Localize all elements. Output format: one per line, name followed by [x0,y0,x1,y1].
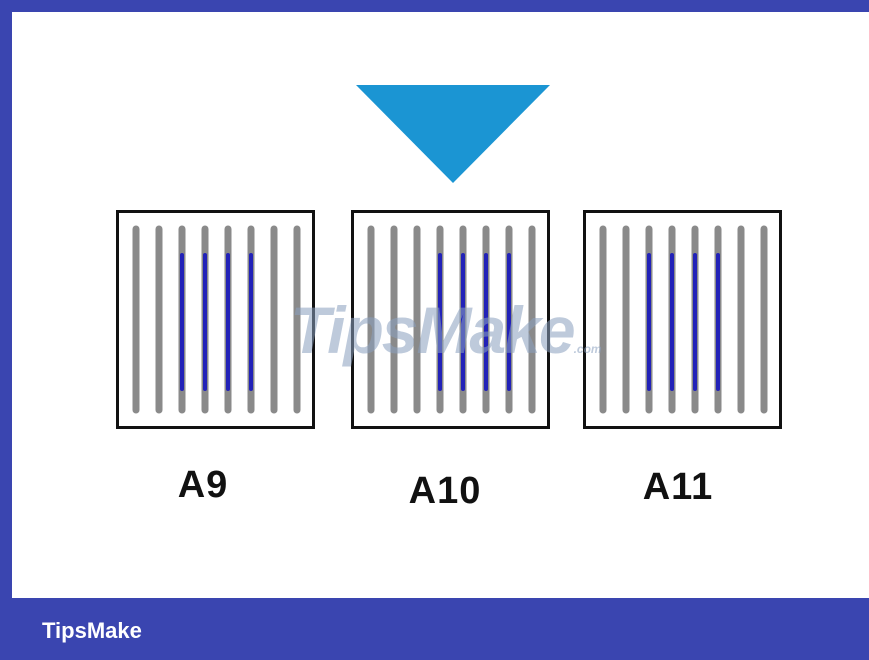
module-a10 [351,210,550,429]
module-label-a11: A11 [642,466,714,508]
footer-brand: TipsMake [42,618,142,643]
module-a10-columns [367,225,536,414]
module-a9-columns [132,225,301,414]
footer-bar [0,598,869,660]
module-label-a9: A9 [177,464,229,506]
module-a11-columns [599,225,768,414]
module-a9 [116,210,315,429]
pointer-triangle-icon [356,85,550,183]
module-a11 [583,210,782,429]
module-label-a10: A10 [408,470,482,512]
